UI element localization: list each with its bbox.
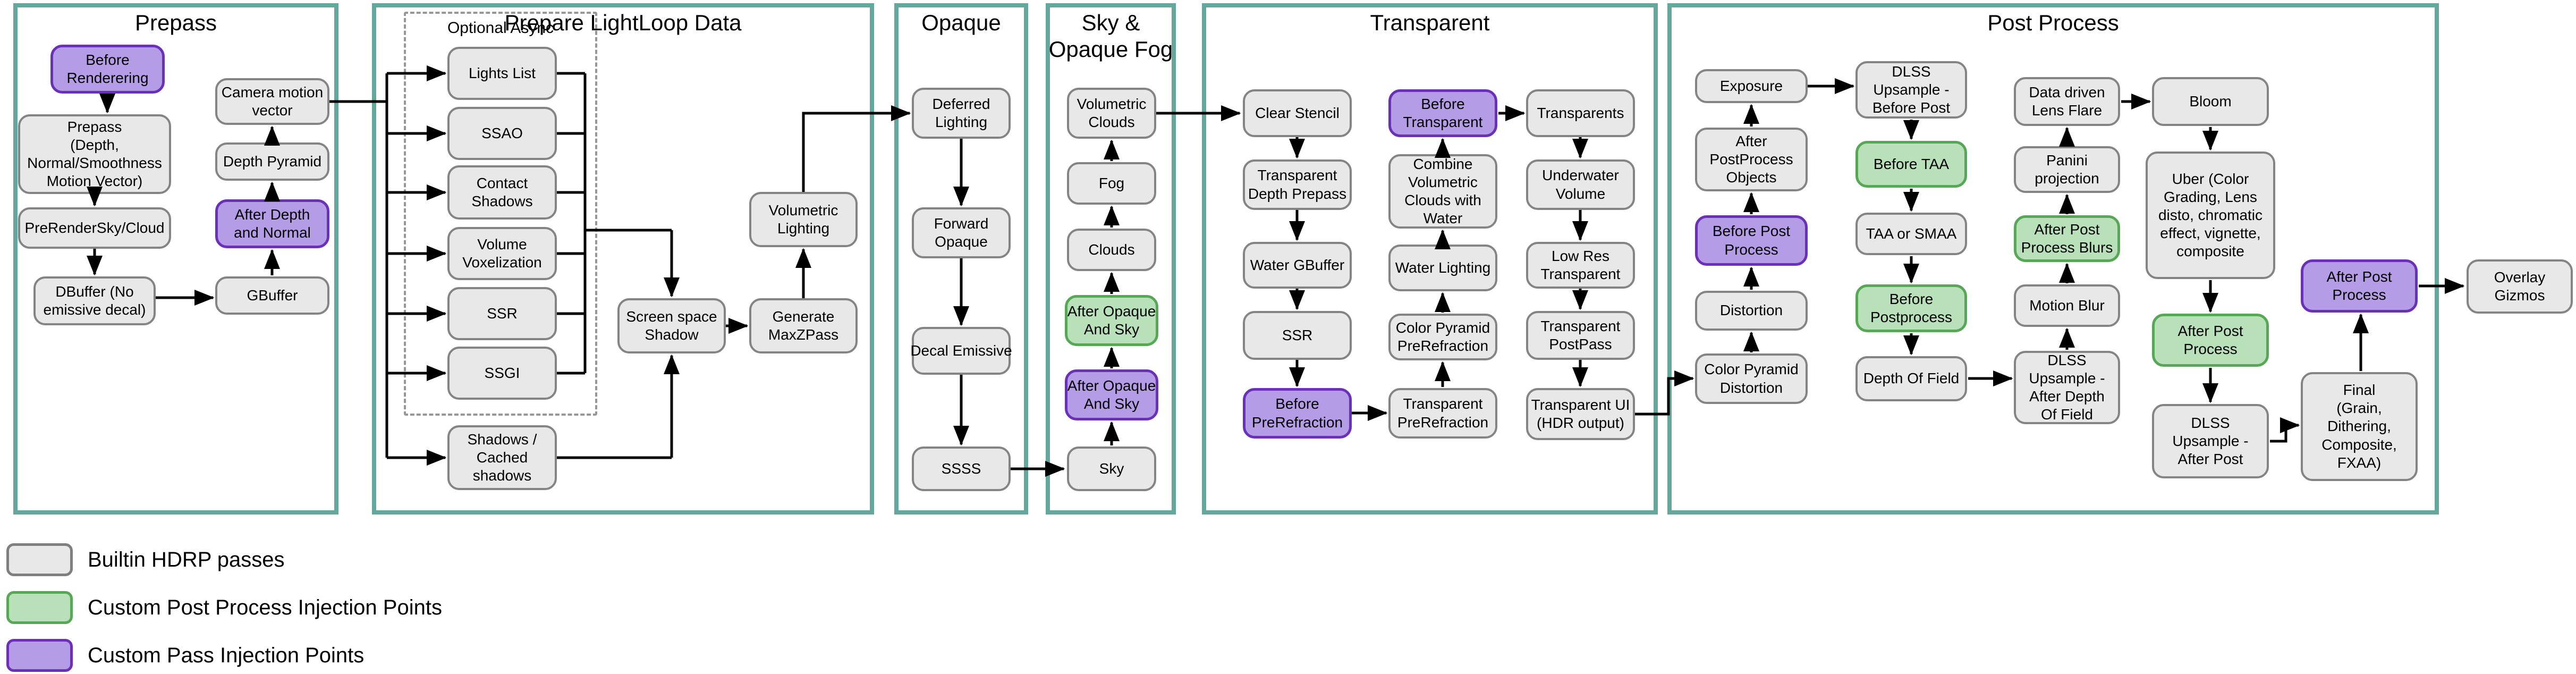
node-panini-projection: Panini projection (2014, 146, 2120, 193)
node-color-pyramid-prerefraction: Color Pyramid PreRefraction (1388, 314, 1497, 360)
section-title-opaque: Opaque (921, 10, 1001, 35)
node-motion-blur: Motion Blur (2014, 284, 2120, 327)
legend-label-custom-pass: Custom Pass Injection Points (88, 644, 365, 667)
node-after-depth-and-normal: After Depth and Normal (215, 199, 329, 248)
node-dlss-upsample-after-post: DLSS Upsample - After Post (2152, 404, 2269, 478)
node-before-taa: Before TAA (1855, 141, 1967, 188)
node-volumetric-clouds: Volumetric Clouds (1067, 88, 1156, 139)
node-ssss: SSSS (912, 446, 1011, 491)
node-overlay-gizmos: Overlay Gizmos (2467, 259, 2573, 314)
node-clouds: Clouds (1067, 229, 1156, 271)
node-screen-space-shadow: Screen space Shadow (617, 298, 726, 353)
node-underwater-volume: Underwater Volume (1526, 159, 1635, 210)
node-dlss-upsample-after-dof: DLSS Upsample - After Depth Of Field (2014, 351, 2120, 424)
node-shadows-cached: Shadows / Cached shadows (447, 425, 557, 490)
node-transparents: Transparents (1526, 89, 1635, 137)
node-transparent-postpass: Transparent PostPass (1526, 311, 1635, 360)
node-transparent-ui: Transparent UI (HDR output) (1526, 388, 1635, 440)
legend-label-builtin: Builtin HDRP passes (88, 548, 285, 571)
node-gbuffer: GBuffer (215, 276, 329, 315)
node-depth-pyramid: Depth Pyramid (215, 142, 329, 181)
node-after-postprocess-objects: After PostProcess Objects (1695, 128, 1808, 191)
section-title-post-process: Post Process (1987, 10, 2119, 35)
legend-label-custom-post-process: Custom Post Process Injection Points (88, 596, 442, 619)
node-combine-volumetric-clouds-water: Combine Volumetric Clouds with Water (1388, 154, 1497, 229)
node-before-rendering: Before Renderering (50, 45, 165, 94)
node-before-transparent: Before Transparent (1388, 89, 1497, 137)
node-volumetric-lighting: Volumetric Lighting (749, 192, 858, 247)
node-sky: Sky (1067, 446, 1156, 491)
frame-opaque (894, 3, 1028, 515)
node-after-post-process-green: After Post Process (2152, 314, 2269, 367)
node-low-res-transparent: Low Res Transparent (1526, 242, 1635, 289)
legend-swatch-custom-post-process (6, 591, 73, 624)
node-data-driven-lens-flare: Data driven Lens Flare (2014, 77, 2120, 126)
node-ssr-async: SSR (447, 287, 557, 340)
node-before-postprocess: Before Postprocess (1855, 284, 1967, 332)
node-color-pyramid-distortion: Color Pyramid Distortion (1695, 353, 1808, 404)
node-before-prerefraction: Before PreRefraction (1243, 388, 1352, 439)
node-deferred-lighting: Deferred Lighting (912, 88, 1011, 139)
node-uber: Uber (Color Grading, Lens disto, chromat… (2146, 151, 2275, 279)
node-transparent-depth-prepass: Transparent Depth Prepass (1243, 159, 1352, 210)
section-title-prepass: Prepass (134, 10, 217, 35)
node-distortion: Distortion (1695, 291, 1808, 331)
node-dbuffer: DBuffer (No emissive decal) (33, 276, 156, 325)
node-taa-or-smaa: TAA or SMAA (1855, 213, 1967, 255)
node-contact-shadows: Contact Shadows (447, 165, 557, 220)
node-prerendersky-cloud: PreRenderSky/Cloud (18, 207, 171, 249)
node-volume-voxelization: Volume Voxelization (447, 227, 557, 280)
node-ssr-transparent: SSR (1243, 311, 1352, 360)
section-title-sky-opaque-fog: Sky & Opaque Fog (1048, 10, 1173, 62)
node-transparent-prerefraction: Transparent PreRefraction (1388, 388, 1497, 439)
node-generate-maxzpass: Generate MaxZPass (749, 298, 858, 353)
section-title-lightloop: Prepare LightLoop Data (504, 10, 742, 35)
node-decal-emissive: Decal Emissive (910, 327, 1012, 375)
node-dlss-upsample-before-post: DLSS Upsample - Before Post (1855, 61, 1967, 119)
node-prepass-depth-normal: Prepass (Depth, Normal/Smoothness Motion… (18, 114, 171, 194)
node-forward-opaque: Forward Opaque (912, 207, 1011, 258)
node-exposure: Exposure (1695, 69, 1808, 103)
node-water-lighting: Water Lighting (1388, 245, 1497, 291)
node-lights-list: Lights List (447, 47, 557, 100)
node-clear-stencil: Clear Stencil (1243, 89, 1352, 137)
section-title-transparent: Transparent (1370, 10, 1490, 35)
node-after-post-process-blurs: After Post Process Blurs (2014, 215, 2120, 262)
legend-swatch-builtin (6, 543, 73, 576)
node-water-gbuffer: Water GBuffer (1243, 242, 1352, 289)
node-final: Final (Grain, Dithering, Composite, FXAA… (2301, 372, 2418, 481)
node-fog: Fog (1067, 162, 1156, 205)
legend-swatch-custom-pass (6, 639, 73, 672)
node-before-post-process: Before Post Process (1695, 215, 1808, 266)
optional-async-group (404, 12, 597, 416)
node-camera-motion-vector: Camera motion vector (215, 78, 329, 125)
node-after-post-process-purple: After Post Process (2301, 259, 2418, 313)
node-after-opaque-sky-purple: After Opaque And Sky (1065, 369, 1158, 420)
node-after-opaque-sky-green: After Opaque And Sky (1065, 295, 1158, 346)
node-bloom: Bloom (2152, 77, 2269, 126)
node-depth-of-field: Depth Of Field (1855, 356, 1967, 401)
node-ssao: SSAO (447, 107, 557, 160)
optional-async-label: Optional Async (447, 19, 554, 37)
node-ssgi: SSGI (447, 347, 557, 400)
